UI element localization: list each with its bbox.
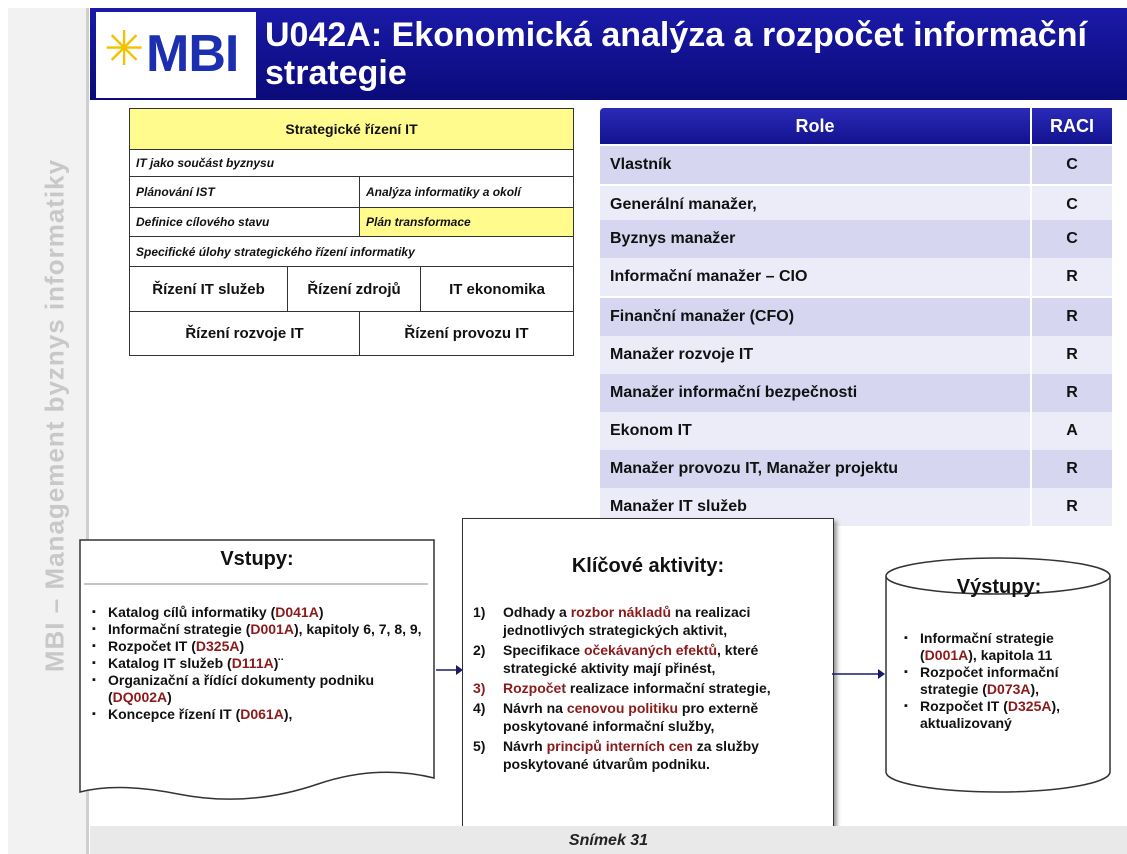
arrow-right-icon (436, 665, 463, 675)
list-item: Katalog IT služeb (D111A)¨ (90, 655, 430, 672)
strategic-planning: Plánování IST (136, 185, 215, 199)
strategic-specific-tasks: Specifické úlohy strategického řízení in… (136, 244, 415, 259)
list-item: Informační strategie (D001A), kapitoly 6… (90, 621, 430, 638)
list-item: 4)Návrh na cenovou politiku pro externě … (473, 700, 759, 734)
list-item: Informační strategie (D001A), kapitola 1… (902, 630, 1112, 664)
inputs-list: Katalog cílů informatiky (D041A) Informa… (90, 604, 430, 723)
strategic-it-box: Strategické řízení IT IT jako součást by… (129, 108, 574, 356)
sidebar-divider (86, 8, 89, 854)
left-sidebar (8, 8, 86, 854)
list-item: Rozpočet informační strategie (D073A), (902, 664, 1112, 698)
list-item: 1)Odhady a rozbor nákladů na realizaci j… (473, 604, 751, 638)
raci-row: Finanční manažer (CFO)R (600, 298, 1112, 336)
strategic-analysis: Analýza informatiky a okolí (359, 177, 573, 207)
raci-header-raci: RACI (1032, 108, 1112, 144)
arrow-right-icon (832, 669, 885, 679)
activities-list: 1)Odhady a rozbor nákladů na realizaci j… (473, 603, 828, 775)
raci-row: Generální manažer,C (600, 186, 1112, 224)
list-item: 5)Návrh principů interních cen za služby… (473, 738, 759, 772)
list-item: 2)Specifikace očekávaných efektů, které … (473, 642, 759, 676)
list-item: Koncepce řízení IT (D061A), (90, 706, 430, 723)
activities-title: Klíčové aktivity: (571, 555, 725, 577)
header-bar (90, 8, 1127, 100)
strategic-target-state: Definice cílového stavu (136, 215, 270, 229)
list-item: Organizační a řídící dokumenty podniku (… (90, 672, 430, 706)
outputs-title: Výstupy: (956, 576, 1042, 598)
it-development-management: Řízení rozvoje IT (185, 325, 304, 342)
it-services-management: Řízení IT služeb (152, 280, 265, 298)
footer: Snímek 31 (90, 826, 1127, 854)
key-activities-box: Klíčové aktivity: 1)Odhady a rozbor nákl… (462, 518, 834, 830)
it-operations-management: Řízení provozu IT (359, 312, 573, 355)
outputs-list: Informační strategie (D001A), kapitola 1… (902, 630, 1112, 732)
list-item: Rozpočet IT (D325A), aktualizovaný (902, 698, 1112, 732)
logo: ✳ MBI (96, 12, 256, 98)
slide-number: Snímek 31 (568, 832, 649, 849)
strategic-heading: Strategické řízení IT (130, 109, 573, 149)
it-economics: IT ekonomika (420, 267, 573, 311)
list-item: Katalog cílů informatiky (D041A) (90, 604, 430, 621)
list-item: Rozpočet IT (D325A) (90, 638, 430, 655)
sun-icon: ✳ (104, 23, 145, 76)
page-title: U042A: Ekonomická analýza a rozpočet inf… (265, 16, 1087, 92)
list-item: 3)Rozpočet realizace informační strategi… (473, 680, 771, 696)
strategic-transformation-plan: Plán transformace (359, 208, 573, 236)
inputs-document: Vstupy: Katalog cílů informatiky (D041A)… (78, 538, 436, 808)
inputs-title: Vstupy: (220, 548, 294, 570)
logo-text: MBI (146, 25, 239, 83)
sidebar-vertical-title: MBI – Management byznys informatiky (39, 158, 70, 673)
outputs-cylinder: Výstupy: Informační strategie (D001A), k… (884, 556, 1114, 796)
resources-management: Řízení zdrojů (287, 267, 420, 311)
strategic-row-business: IT jako součást byznysu (136, 156, 275, 170)
raci-header-role: Role (600, 108, 1030, 144)
